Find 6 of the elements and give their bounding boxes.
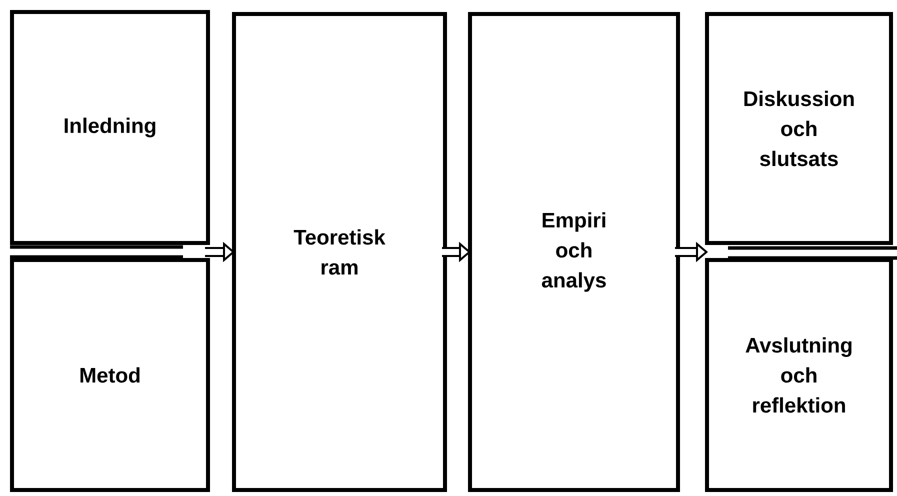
section-box: Diskussion och slutsats	[705, 12, 893, 245]
section-box: Inledning	[10, 10, 210, 245]
section-box: Metod	[10, 258, 210, 492]
section-box: Empiri och analys	[468, 12, 680, 492]
section-box: Avslutning och reflektion	[705, 258, 893, 492]
section-box: Teoretisk ram	[232, 12, 447, 492]
